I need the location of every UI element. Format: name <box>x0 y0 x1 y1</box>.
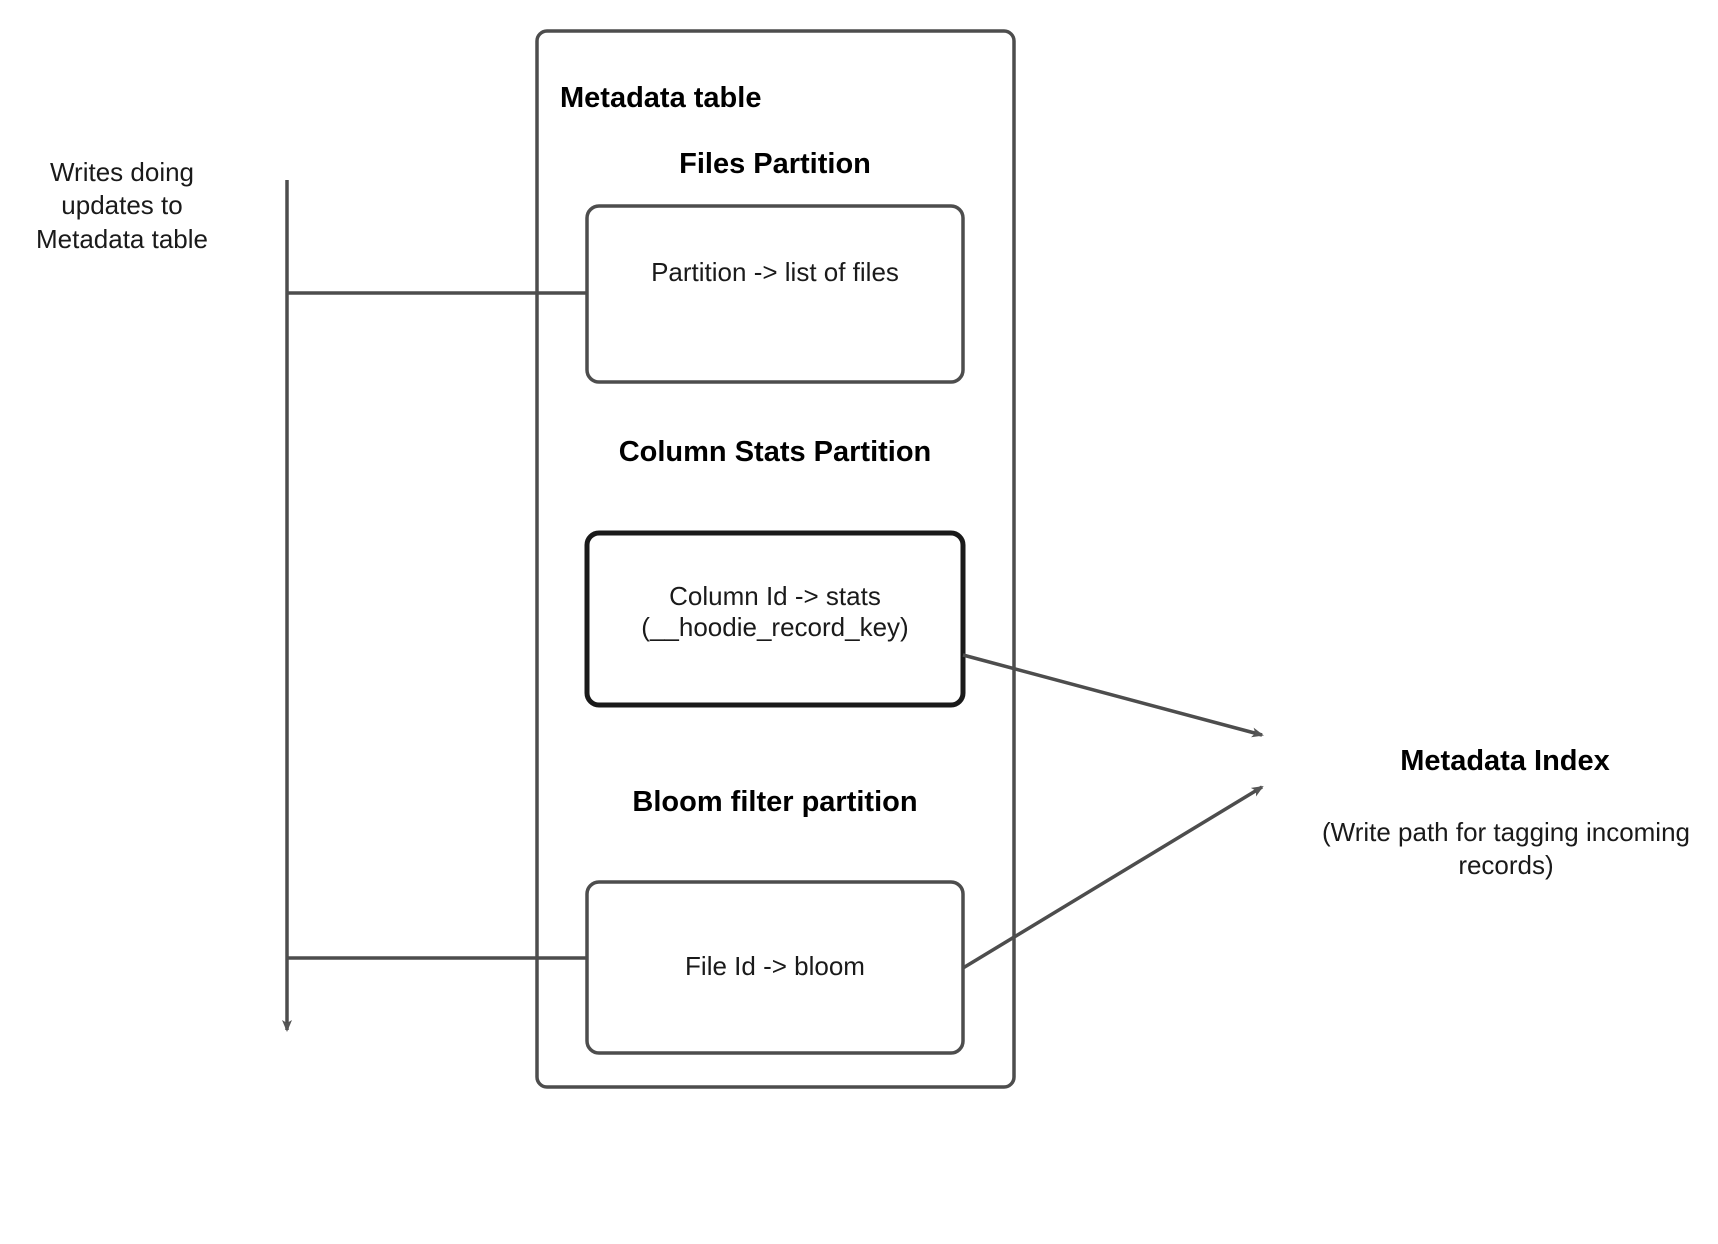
metadata-table-title: Metadata table <box>560 82 762 114</box>
writes-updates-note: Writes doing updates to Metadata table <box>35 157 208 254</box>
bloom-filter-partition-box-label: File Id -> bloom <box>685 951 865 981</box>
files-partition-box-label: Partition -> list of files <box>651 257 899 287</box>
metadata-table-frame <box>535 29 1016 1089</box>
bloom-filter-partition-title: Bloom filter partition <box>632 786 918 818</box>
bloom-filter-to-index-arrow <box>962 785 1264 970</box>
column-stats-to-index-arrow <box>962 653 1264 738</box>
column-stats-partition-title: Column Stats Partition <box>618 436 932 468</box>
column-stats-partition-box-label: Column Id -> stats (__hoodie_record_key) <box>641 581 909 642</box>
files-partition-box <box>585 204 965 384</box>
metadata-index-caption: (Write path for tagging incoming records… <box>1321 817 1698 881</box>
files-partition-title: Files Partition <box>679 148 871 180</box>
metadata-index-title: Metadata Index <box>1400 745 1610 777</box>
